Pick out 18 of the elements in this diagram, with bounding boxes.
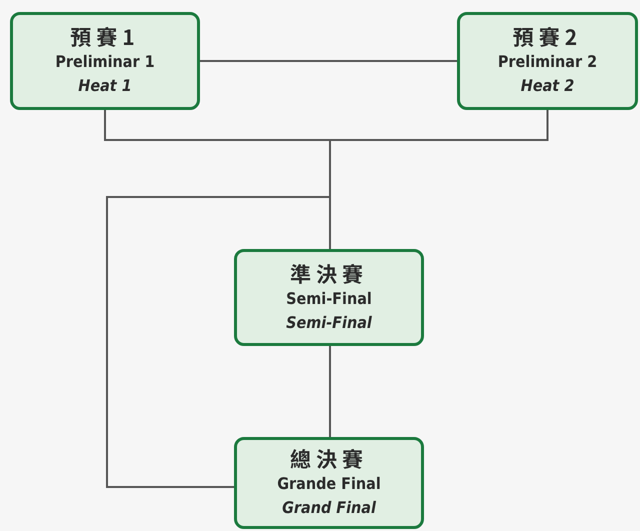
stage-name: Preliminar 2 [498,51,598,73]
connector-line [329,346,331,437]
stage-name: Grande Final [277,473,381,495]
stage-box [234,437,424,529]
stage-box [234,249,424,346]
stage-subtitle: Heat 1 [78,75,132,97]
stage-subtitle: Heat 2 [520,75,574,97]
stage-name: Semi-Final [286,288,372,310]
stage-box [10,12,200,110]
connector-line [200,60,457,62]
round-name: 準決賽 [290,260,368,286]
stage-name: Preliminar 1 [55,51,155,73]
round-name: 預賽2 [512,24,582,50]
stage-subtitle: Grand Final [282,497,376,519]
stage-subtitle: Semi-Final [286,312,372,334]
stage-box [457,12,638,110]
round-name: 預賽1 [70,24,140,50]
round-name: 總決賽 [290,446,368,472]
